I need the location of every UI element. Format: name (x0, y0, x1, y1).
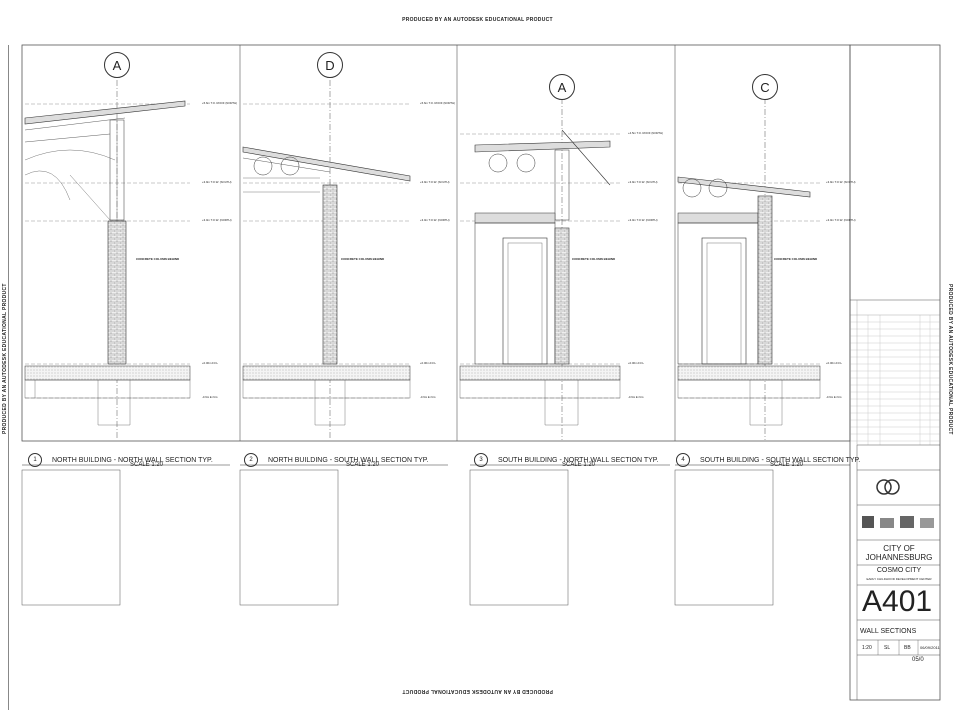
level-eng: -0.9m E.N.G (420, 395, 436, 399)
project-name: COSMO CITY (876, 567, 922, 574)
level-ffl: +0.00m F.F.L (628, 361, 645, 365)
level-roof: +5.6m T.O. ROOF (NORTH) (420, 101, 456, 105)
level-eng: -0.9m E.N.G (202, 395, 218, 399)
concrete-column-note: CONCRETE COLUMN BEHIND (341, 257, 385, 261)
university-logo (870, 478, 906, 496)
sheet-border (8, 45, 944, 710)
section-title-text: NORTH BUILDING - NORTH WALL SECTION TYP. (52, 456, 213, 464)
section-scale: SCALE 1:20 (130, 462, 164, 468)
section-title-2: 2 NORTH BUILDING - SOUTH WALL SECTION TY… (244, 453, 429, 467)
project-subtitle: EARLY CHILDHOOD DEVELOPMENT CENTER (866, 577, 932, 581)
grid-marker-c: C (752, 74, 778, 100)
section-1-drawing (24, 58, 191, 440)
section-number: 2 (244, 453, 258, 467)
level-ffl: +0.00m F.F.L (202, 361, 219, 365)
level-eng: -0.9m E.N.G (628, 395, 644, 399)
level-tow-south: +3.9m T.O.W. (SOUTH) (420, 180, 450, 184)
concrete-column-note: CONCRETE COLUMN BEHIND (774, 257, 818, 261)
section-3-drawing (459, 98, 621, 440)
section-number: 3 (474, 453, 488, 467)
date: 06/09/2011 (920, 645, 940, 650)
level-roof: +4.5m T.O. ROOF (NORTH) (628, 131, 664, 135)
section-title-text: SOUTH BUILDING - NORTH WALL SECTION TYP. (498, 456, 659, 464)
grid-marker-a: A (104, 52, 130, 78)
level-tow-south: +3.9m T.O.W. (SOUTH) (826, 180, 856, 184)
checked-by: BB (904, 645, 911, 651)
section-title-4: 4 SOUTH BUILDING - SOUTH WALL SECTION TY… (676, 453, 860, 467)
level-tow-south: +3.9m T.O.W. (SOUTH) (202, 180, 232, 184)
sheet-title: WALL SECTIONS (860, 628, 917, 635)
level-tow-north: +3.0m T.O.W. (NORTH) (202, 218, 232, 222)
section-title-text: NORTH BUILDING - SOUTH WALL SECTION TYP. (268, 456, 429, 464)
section-title-text: SOUTH BUILDING - SOUTH WALL SECTION TYP. (700, 456, 861, 464)
level-eng: -0.9m E.N.G (826, 395, 842, 399)
level-tow-north: +3.0m T.O.W. (NORTH) (628, 218, 658, 222)
level-ffl: +0.00m F.F.L (420, 361, 437, 365)
level-roof: +5.6m T.O. ROOF (NORTH) (202, 101, 238, 105)
level-tow-north: +3.0m T.O.W. (NORTH) (420, 218, 450, 222)
section-number: 1 (28, 453, 42, 467)
level-ffl: +0.00m F.F.L (826, 361, 843, 365)
level-tow-south: +3.9m T.O.W. (SOUTH) (628, 180, 658, 184)
section-title-3: 3 SOUTH BUILDING - NORTH WALL SECTION TY… (474, 453, 659, 467)
revision: 05/0 (912, 657, 924, 663)
scale-value: 1:20 (862, 645, 872, 651)
grid-marker-d: D (317, 52, 343, 78)
section-number: 4 (676, 453, 690, 467)
section-scale: SCALE 1:20 (346, 462, 380, 468)
level-tow-north: +3.0m T.O.W. (NORTH) (826, 218, 856, 222)
section-4-drawing (677, 98, 821, 440)
drawn-by: SL (884, 645, 891, 651)
section-title-1: 1 NORTH BUILDING - NORTH WALL SECTION TY… (28, 453, 213, 467)
concrete-column-note: CONCRETE COLUMN BEHIND (136, 257, 180, 261)
sheet-number: A401 (862, 585, 933, 618)
section-scale: SCALE 1:20 (562, 462, 596, 468)
grid-marker-a: A (549, 74, 575, 100)
partner-logos (860, 510, 938, 536)
concrete-column-note: CONCRETE COLUMN BEHIND (572, 257, 616, 261)
client-name: CITY OF JOHANNESBURG (865, 544, 933, 562)
section-2-drawing (242, 58, 411, 440)
watermark-top: PRODUCED BY AN AUTODESK EDUCATIONAL PROD… (402, 17, 553, 23)
section-scale: SCALE 1:20 (770, 462, 804, 468)
